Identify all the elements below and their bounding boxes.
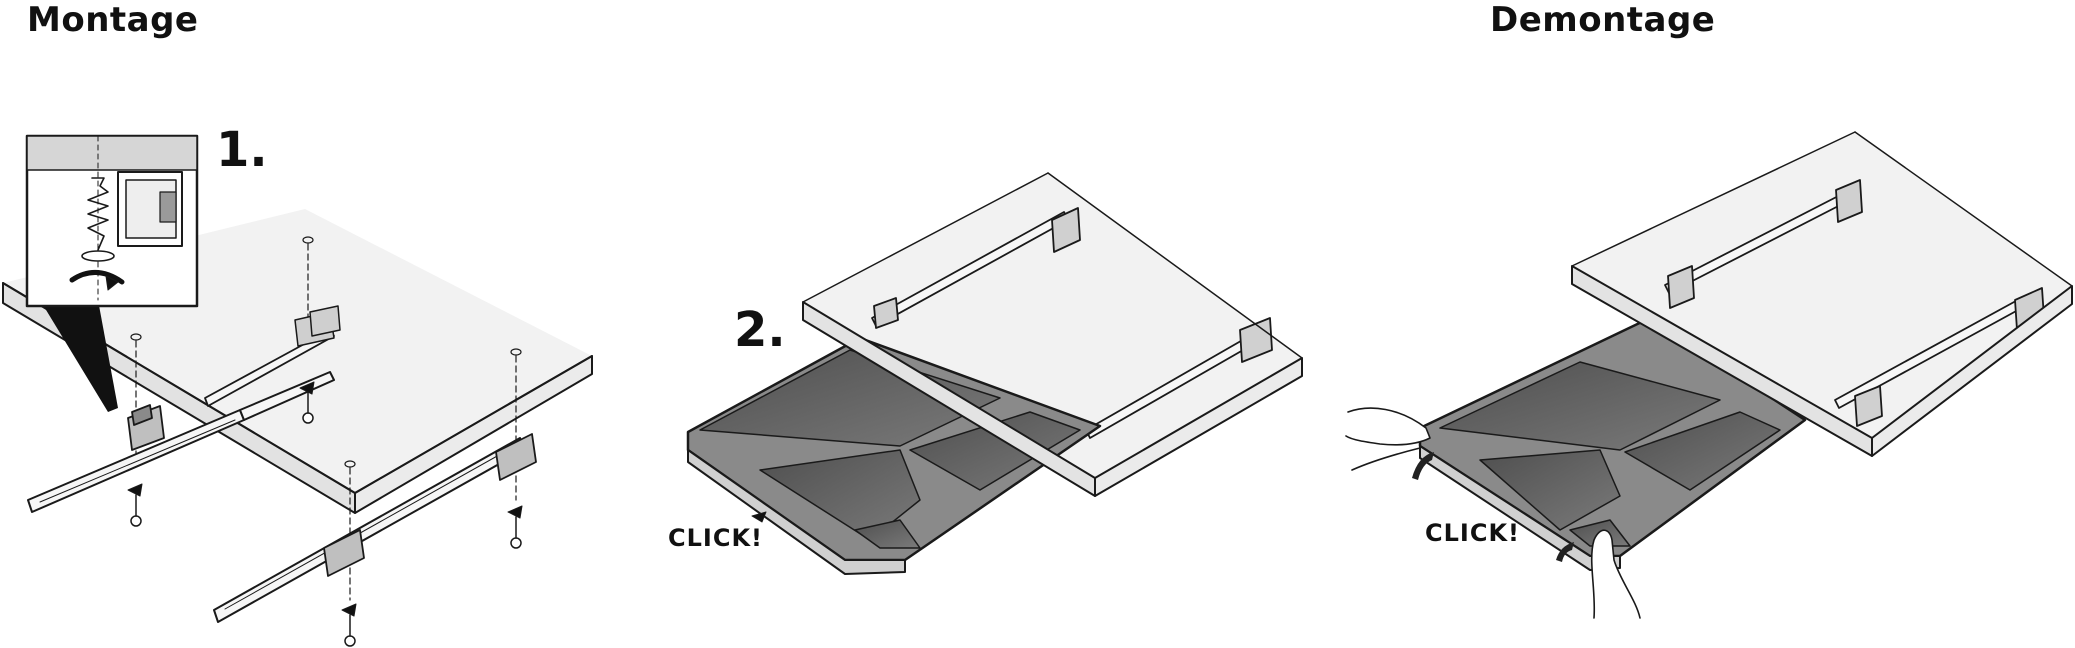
board-edge-dismount	[1571, 131, 2073, 457]
drawer-rail-back	[204, 305, 341, 407]
rails-step2	[871, 207, 1273, 439]
screws-mounting	[130, 391, 522, 647]
step-1-label: 1.	[216, 122, 268, 178]
release-arrows	[1412, 452, 1574, 562]
rails-dismount	[1664, 179, 2045, 427]
step-2-label: 2.	[734, 302, 786, 358]
click-arrow-step2	[751, 511, 767, 523]
tray-insert-illustration	[686, 172, 1303, 575]
arrow-marks	[127, 381, 523, 617]
mounting-illustration	[2, 134, 593, 647]
drawer-rail-right	[213, 433, 537, 623]
rail-bracket-left	[127, 404, 165, 451]
board-dismount	[1572, 132, 2072, 438]
click-label-mounting: CLICK!	[668, 524, 763, 552]
board-edge-step2	[802, 172, 1303, 497]
hand-left	[1345, 407, 1431, 471]
drawer-tray-step2	[686, 336, 1102, 575]
click-label-dismounting: CLICK!	[1425, 519, 1520, 547]
dismounting-illustration	[1345, 131, 2073, 619]
detail-callout	[25, 134, 199, 412]
hand-right	[1590, 529, 1641, 619]
mounting-title: Montage	[27, 0, 199, 40]
dismounting-title: Demontage	[1490, 0, 1716, 40]
board-step2	[803, 173, 1302, 478]
